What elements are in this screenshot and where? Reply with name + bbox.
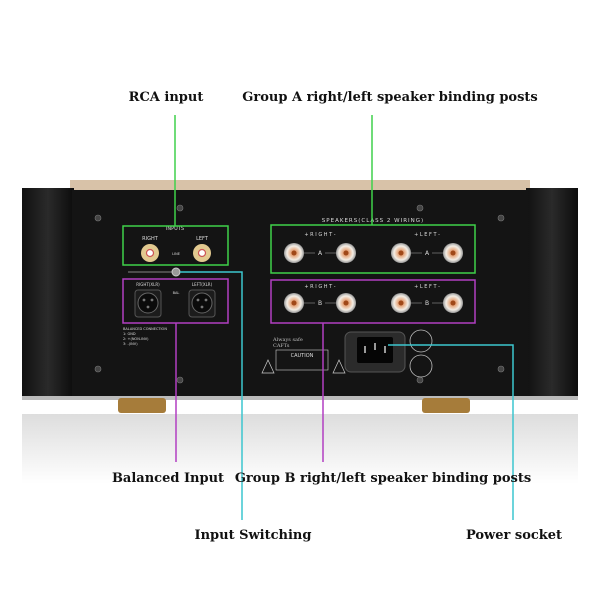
logo-icon <box>409 329 433 353</box>
binding-post-hole <box>343 300 349 306</box>
foot-right <box>422 398 470 413</box>
group-letter: B <box>318 300 322 307</box>
xlr-right-label: RIGHT(XLR) <box>136 282 160 287</box>
power-socket-leader <box>388 344 514 520</box>
binding-post-hole <box>398 250 404 256</box>
caution-label: CAUTION <box>291 353 314 359</box>
group-a-label: Group A right/left speaker binding posts <box>242 90 537 105</box>
speaker-channel-label: + L E F T - <box>414 284 440 290</box>
binding-post-hole <box>450 300 456 306</box>
group-letter-bg <box>315 248 325 258</box>
left-heatsink <box>22 188 74 400</box>
screws <box>94 204 505 384</box>
inputs-label: INPUTS <box>166 226 184 232</box>
binding-post-hole <box>398 300 404 306</box>
binding-post-hole <box>343 250 349 256</box>
pin1-label: 1: GND <box>123 332 136 336</box>
warning-icon <box>261 359 275 374</box>
right-heatsink <box>526 188 578 400</box>
binding-post-hole <box>291 300 297 306</box>
speaker-channel-label: + R I G H T - <box>304 232 335 238</box>
group-b-box <box>270 279 476 324</box>
speakers-label: SPEAKERS(CLASS 2 WIRING) <box>322 218 424 224</box>
logo-icon <box>409 354 433 378</box>
chassis-base <box>22 396 578 400</box>
group-letter: A <box>318 250 323 257</box>
foot-left <box>118 398 166 413</box>
iec-power-socket[interactable] <box>344 331 406 373</box>
xlr-left-jack[interactable] <box>188 289 216 318</box>
input-switching-label: Input Switching <box>195 528 312 543</box>
speaker-channel-label: + L E F T - <box>414 232 440 238</box>
binding-post-hole <box>291 250 297 256</box>
input-selector-switch[interactable] <box>171 267 181 277</box>
group-letter: A <box>425 250 430 257</box>
speaker-terminals: + R I G H T - A + L E F T - A + R I G H T - B… <box>284 232 463 313</box>
input-switching-leader <box>180 271 243 520</box>
rca-left-core <box>197 248 207 258</box>
pin2-label: 2: +(NON-INV) <box>123 337 149 341</box>
annotation-lines <box>122 115 514 520</box>
rca-left-label: LEFT <box>196 236 209 242</box>
power-socket-label: Power socket <box>466 528 562 543</box>
pin3-label: 3: -(INV) <box>123 342 138 346</box>
group-a-box <box>270 224 476 274</box>
always-safe-label: Always safe <box>272 337 303 343</box>
xlr-left-label: LEFT(XLR) <box>192 282 213 287</box>
chassis-lid <box>70 180 530 190</box>
group-letter-bg <box>422 248 432 258</box>
rca-right-label: RIGHT <box>142 236 159 242</box>
group-letter-bg <box>315 298 325 308</box>
cafts-label: CAFTs <box>273 343 290 349</box>
balanced-connection-label: BALANCED CONNECTION <box>123 327 167 331</box>
reflection <box>22 414 578 484</box>
warning-icon <box>332 359 346 374</box>
balanced-input-label: Balanced Input <box>112 471 224 486</box>
xlr-right-jack[interactable] <box>134 289 162 318</box>
rca-right-core <box>145 248 155 258</box>
bal-label: BAL <box>173 291 180 295</box>
line-label: LINE <box>172 252 180 256</box>
group-letter: B <box>425 300 429 307</box>
speaker-channel-label: + R I G H T - <box>304 284 335 290</box>
group-letter-bg <box>422 298 432 308</box>
caution-box <box>275 349 329 371</box>
group-b-label: Group B right/left speaker binding posts <box>235 471 531 486</box>
rca-input-label: RCA input <box>129 90 204 105</box>
binding-post-hole <box>450 250 456 256</box>
